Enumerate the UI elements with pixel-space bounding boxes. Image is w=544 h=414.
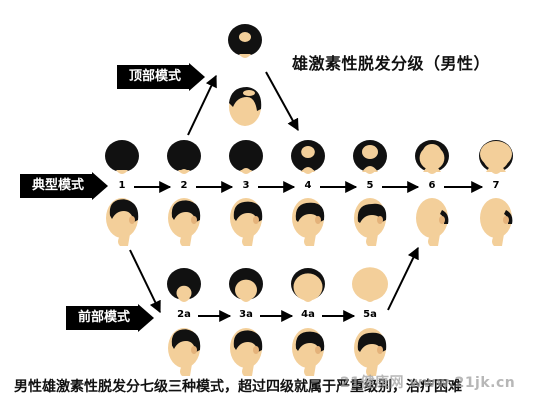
frontal-side-head-icon-5a bbox=[354, 328, 387, 376]
typical-side-head-icon-1 bbox=[106, 198, 139, 246]
typical-side-head-icon-7 bbox=[480, 198, 513, 246]
arrow-to-frontal bbox=[129, 249, 161, 314]
watermark: 21健康网 www.21jk.cn bbox=[340, 375, 516, 391]
frontal-stage-4a: 4a bbox=[301, 309, 315, 320]
frontal-top-head-icon-2a bbox=[167, 268, 201, 302]
frontal-side-head-icon-3a bbox=[230, 328, 263, 376]
typical-stage-6: 6 bbox=[428, 180, 436, 191]
frontal-top-head-icon-3a bbox=[229, 268, 263, 302]
arrow-to-vertex bbox=[187, 74, 217, 136]
typical-top-head-icon-2 bbox=[167, 140, 201, 174]
typical-side-head-icon-2 bbox=[168, 198, 201, 246]
typical-stage-2: 2 bbox=[180, 180, 188, 191]
frontal-side-head-icon-2a bbox=[168, 328, 201, 376]
typical-side-head-icon-4 bbox=[292, 198, 325, 246]
typical-stage-7: 7 bbox=[492, 180, 500, 191]
typical-top-head-icon-1 bbox=[105, 140, 139, 174]
frontal-top-head-icon-4a bbox=[291, 268, 325, 302]
typical-stage-5: 5 bbox=[366, 180, 374, 191]
vertex-side-head-icon bbox=[229, 87, 262, 126]
typical-top-head-icon-7 bbox=[479, 140, 513, 174]
typical-side-head-icon-6 bbox=[416, 198, 449, 246]
vertex-mode-arrow-icon bbox=[189, 63, 206, 91]
typical-top-head-icon-6 bbox=[415, 140, 449, 174]
vertex-mode-text: 顶部模式 bbox=[117, 65, 190, 89]
frontal-stage-3a: 3a bbox=[239, 309, 253, 320]
frontal-top-head-icon-5a bbox=[352, 267, 388, 302]
typical-stage-1: 1 bbox=[118, 180, 126, 191]
frontal-side-head-icon-4a bbox=[292, 328, 325, 376]
frontal-mode-arrow-icon bbox=[138, 304, 155, 332]
diagram-title: 雄激素性脱发分级（男性） bbox=[292, 54, 491, 73]
typical-mode-text: 典型模式 bbox=[20, 174, 93, 198]
vertex-mode-label: 顶部模式 bbox=[117, 63, 206, 91]
typical-side-head-icon-5 bbox=[354, 198, 387, 246]
frontal-mode-text: 前部模式 bbox=[66, 306, 139, 330]
typical-stage-4: 4 bbox=[304, 180, 312, 191]
typical-stage-3: 3 bbox=[242, 180, 250, 191]
typical-mode-arrow-icon bbox=[92, 172, 109, 200]
vertex-top-head-icon bbox=[228, 24, 262, 58]
typical-top-head-icon-4 bbox=[291, 140, 325, 174]
arrow-from-frontal bbox=[387, 246, 419, 311]
typical-top-head-icon-5 bbox=[353, 140, 387, 174]
frontal-stage-5a: 5a bbox=[363, 309, 377, 320]
typical-mode-label: 典型模式 bbox=[20, 172, 109, 200]
frontal-mode-label: 前部模式 bbox=[66, 304, 155, 332]
arrow-from-vertex bbox=[265, 71, 299, 132]
caption: 男性雄激素性脱发分七级三种模式，超过四级就属于严重级别，治疗困难 bbox=[14, 379, 462, 395]
frontal-stage-2a: 2a bbox=[177, 309, 191, 320]
typical-side-head-icon-3 bbox=[230, 198, 263, 246]
typical-top-head-icon-3 bbox=[229, 140, 263, 174]
